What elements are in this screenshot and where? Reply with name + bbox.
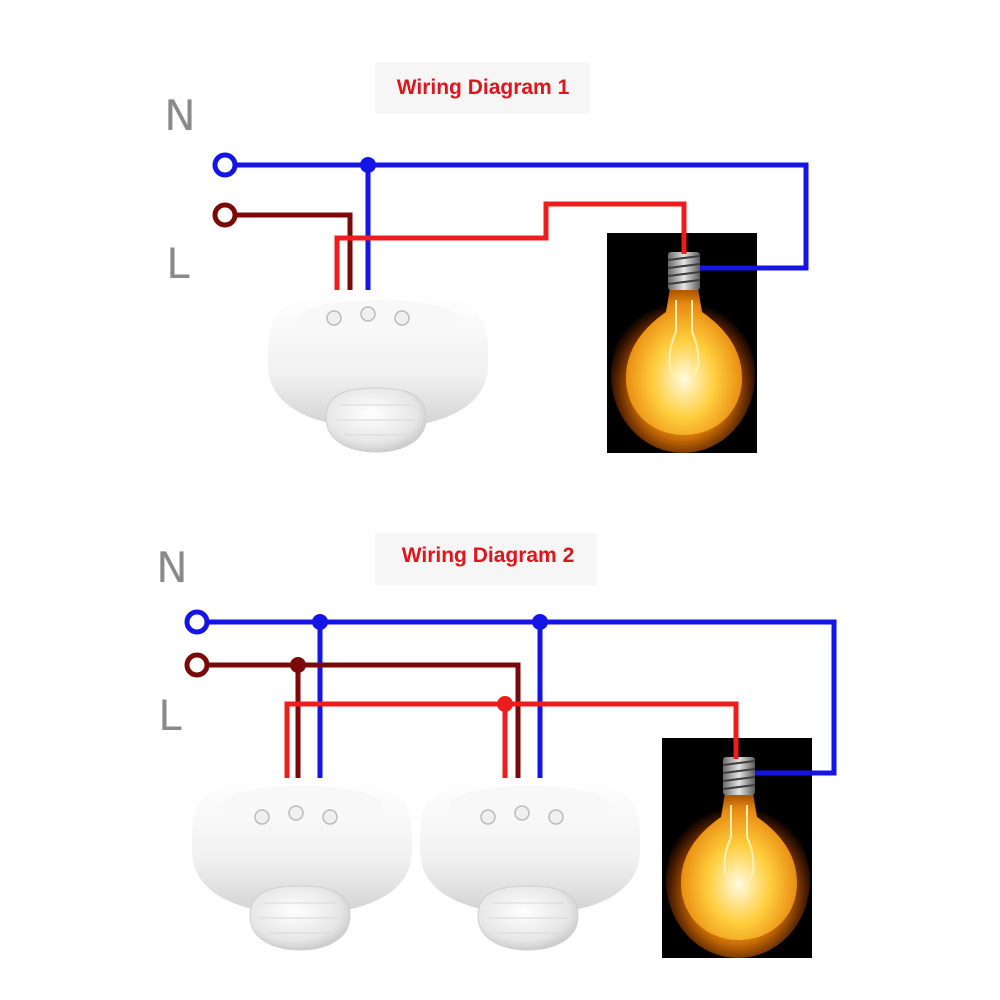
live-label: L bbox=[166, 239, 190, 288]
wiring bbox=[236, 157, 809, 290]
junction-dot bbox=[312, 614, 328, 630]
live-terminal-icon bbox=[184, 652, 210, 678]
live-wire bbox=[236, 212, 353, 290]
diagram-1: Wiring Diagram 1 N L bbox=[164, 62, 809, 453]
load-wire bbox=[334, 201, 687, 290]
live-terminal-icon bbox=[212, 202, 238, 228]
neutral-wire bbox=[208, 619, 837, 776]
neutral-terminal-icon bbox=[184, 609, 210, 635]
wiring bbox=[208, 614, 837, 778]
neutral-label: N bbox=[164, 91, 195, 140]
diagram-title: Wiring Diagram 2 bbox=[402, 544, 575, 567]
live-label: L bbox=[158, 691, 182, 740]
neutral-label: N bbox=[156, 543, 187, 592]
live-wire bbox=[208, 662, 521, 778]
neutral-terminal-icon bbox=[212, 152, 238, 178]
junction-dot bbox=[360, 157, 376, 173]
junction-dot bbox=[290, 657, 306, 673]
motion-sensor-icon bbox=[420, 778, 640, 951]
title-backdrop bbox=[375, 62, 590, 114]
neutral-wire bbox=[236, 162, 809, 271]
title-backdrop bbox=[375, 533, 597, 585]
diagram-2: Wiring Diagram 2 N L bbox=[156, 533, 837, 958]
junction-dot bbox=[497, 696, 513, 712]
junction-dot bbox=[532, 614, 548, 630]
motion-sensor-icon bbox=[192, 778, 412, 951]
diagram-title: Wiring Diagram 1 bbox=[397, 76, 570, 99]
motion-sensor-icon bbox=[268, 292, 488, 453]
